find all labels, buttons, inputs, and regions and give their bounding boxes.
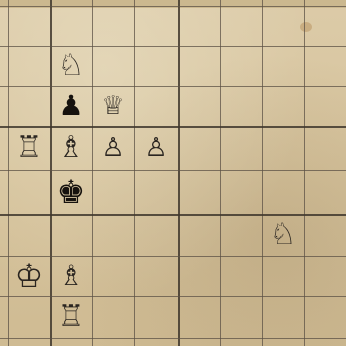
board-row-line xyxy=(0,6,346,7)
white-pawn-icon[interactable]: ♙ xyxy=(139,131,173,165)
board-column-line xyxy=(304,0,305,346)
board-row-line xyxy=(0,338,346,339)
board-row-line xyxy=(0,296,346,297)
board-column-line xyxy=(220,0,221,346)
white-rook-icon[interactable]: ♖ xyxy=(54,300,88,334)
board-column-line xyxy=(92,0,93,346)
board-column-line xyxy=(134,0,135,346)
white-knight-icon[interactable]: ♘ xyxy=(54,49,88,83)
board-column-line xyxy=(50,0,52,346)
board-row-line xyxy=(0,86,346,87)
black-king-icon[interactable]: ♚ xyxy=(54,175,88,209)
white-pawn-icon[interactable]: ♙ xyxy=(96,131,130,165)
board-row-line xyxy=(0,170,346,171)
paper-stain xyxy=(300,22,312,32)
white-rook-icon[interactable]: ♖ xyxy=(12,131,46,165)
black-pawn-icon[interactable]: ♟ xyxy=(54,89,88,123)
white-queen-icon[interactable]: ♕ xyxy=(96,89,130,123)
white-knight-icon[interactable]: ♘ xyxy=(266,218,300,252)
board-row-line xyxy=(0,256,346,257)
board-column-line xyxy=(178,0,180,346)
white-bishop-icon[interactable]: ♗ xyxy=(54,131,88,165)
white-king-icon[interactable]: ♔ xyxy=(12,259,46,293)
board-column-line xyxy=(262,0,263,346)
board-row-line xyxy=(0,126,346,128)
board-row-line xyxy=(0,214,346,216)
white-bishop-icon[interactable]: ♗ xyxy=(54,259,88,293)
board-row-line xyxy=(0,46,346,47)
board-column-line xyxy=(8,0,9,346)
